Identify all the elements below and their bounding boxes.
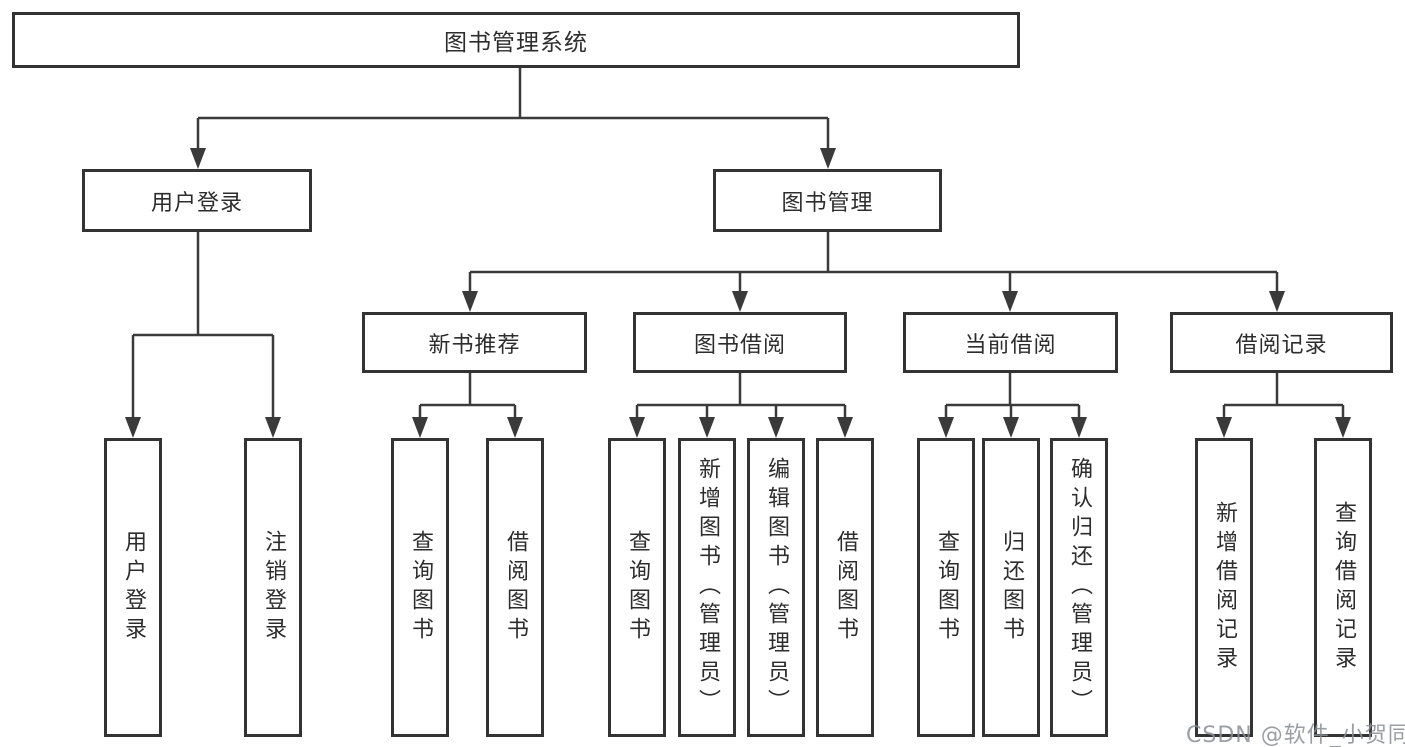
node-label: 编辑图书（管理员） [764, 457, 789, 718]
node-label: 借阅图书 [833, 529, 858, 646]
node-label: 注销登录 [261, 529, 286, 646]
node-logout: 注销登录 [244, 438, 302, 737]
node-book-borrowing: 图书借阅 [633, 312, 847, 373]
node-query-books-borrow: 查询图书 [608, 438, 666, 737]
node-borrowing-records: 借阅记录 [1170, 312, 1393, 373]
node-label: 查询图书 [934, 529, 959, 646]
csdn-watermark: CSDN @软件_小贺同学 [1186, 723, 1405, 747]
node-query-books-recommend: 查询图书 [391, 438, 449, 737]
node-confirm-return-admin: 确认归还（管理员） [1050, 438, 1108, 737]
node-query-borrow-record: 查询借阅记录 [1314, 438, 1372, 737]
node-label: 新增图书（管理员） [695, 457, 720, 718]
node-user-login-leaf: 用户登录 [104, 438, 162, 737]
node-borrow-books-leaf: 借阅图书 [816, 438, 874, 737]
node-book-management: 图书管理 [713, 169, 942, 232]
node-add-borrow-record: 新增借阅记录 [1195, 438, 1253, 737]
node-label: 归还图书 [999, 529, 1024, 646]
node-label: 确认归还（管理员） [1067, 457, 1092, 718]
node-return-books: 归还图书 [982, 438, 1040, 737]
node-label: 借阅图书 [503, 529, 528, 646]
node-current-borrowing: 当前借阅 [903, 312, 1118, 373]
node-add-books-admin: 新增图书（管理员） [678, 438, 736, 737]
node-label: 新增借阅记录 [1212, 500, 1237, 675]
node-label: 查询图书 [408, 529, 433, 646]
node-label: 用户登录 [121, 529, 146, 646]
node-borrow-books-recommend: 借阅图书 [486, 438, 544, 737]
node-label: 查询图书 [625, 529, 650, 646]
node-edit-books-admin: 编辑图书（管理员） [747, 438, 805, 737]
node-user-login: 用户登录 [82, 169, 312, 232]
node-query-books-current: 查询图书 [917, 438, 975, 737]
node-label: 查询借阅记录 [1331, 500, 1356, 675]
node-new-book-recommend: 新书推荐 [362, 312, 587, 373]
node-library-system: 图书管理系统 [12, 12, 1020, 68]
